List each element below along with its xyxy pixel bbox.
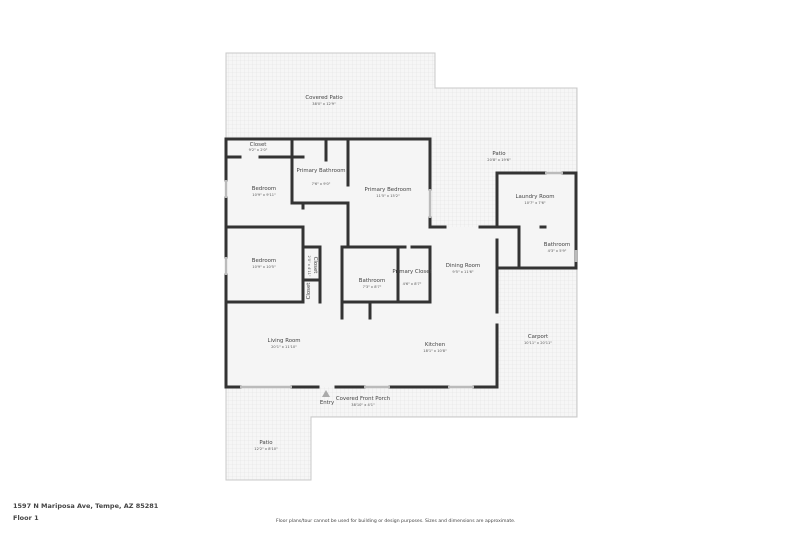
room-name: Bathroom xyxy=(359,278,385,284)
room-dims: 10'11" x 20'11" xyxy=(524,341,552,345)
room-dims: 10'9" x 10'5" xyxy=(252,265,276,269)
room-name: Covered Patio xyxy=(305,95,342,101)
room-name: Living Room xyxy=(267,338,300,344)
room-name: Primary Closet xyxy=(392,269,431,275)
room-name: Patio xyxy=(492,151,505,157)
interior xyxy=(226,139,576,387)
room-dims: 20'1" x 11'10" xyxy=(271,345,297,349)
room-dims: 4'6" x 8'7" xyxy=(403,282,422,286)
room-name: Closet xyxy=(306,283,312,300)
room-name: Laundry Room xyxy=(515,194,554,200)
room-name: Primary Bathroom xyxy=(296,168,345,174)
room-dims: 10'9" x 9'11" xyxy=(252,193,276,197)
room-name: Covered Front Porch xyxy=(336,396,390,402)
room-dims: 12'2" x 8'10" xyxy=(254,447,278,451)
room-dims: 38'0" x 12'9" xyxy=(312,102,336,106)
room-name: Dining Room xyxy=(446,263,480,269)
floor-label: Floor 1 xyxy=(13,514,39,522)
room-name: Primary Bedroom xyxy=(365,187,412,193)
room-dims: 4'3" x 5'9" xyxy=(548,249,567,253)
room-name: Bedroom xyxy=(252,258,276,264)
room-dims: 7'6" x 9'0" xyxy=(312,182,331,186)
room-dims: 2'0" x 4'11" xyxy=(307,255,311,276)
entry-label: Entry xyxy=(320,400,335,406)
windows xyxy=(224,171,578,389)
room-dims: 20'8" x 19'6" xyxy=(487,158,511,162)
room-name: Bedroom xyxy=(252,186,276,192)
entry-arrow-icon xyxy=(322,390,330,397)
disclaimer: Floor plans/tour cannot be used for buil… xyxy=(276,519,516,524)
property-address: 1597 N Mariposa Ave, Tempe, AZ 85281 xyxy=(13,502,159,510)
room-dims: 18'1" x 10'8" xyxy=(423,349,447,353)
room-dims: 9'2" x 2'0" xyxy=(249,148,268,152)
room-name: Closet xyxy=(312,257,318,274)
room-name: Patio xyxy=(259,440,272,446)
room-name: Closet xyxy=(250,142,267,148)
room-name: Carport xyxy=(528,334,548,340)
room-dims: 11'5" x 15'2" xyxy=(376,194,400,198)
room-dims: 38'10" x 4'1" xyxy=(351,403,375,407)
room-dims: 9'5" x 11'6" xyxy=(452,270,473,274)
walls xyxy=(224,137,578,389)
room-name: Kitchen xyxy=(425,342,445,348)
room-dims: 7'3" x 8'7" xyxy=(363,285,382,289)
room-name: Bathroom xyxy=(544,242,570,248)
room-dims: 10'7" x 7'6" xyxy=(524,201,545,205)
